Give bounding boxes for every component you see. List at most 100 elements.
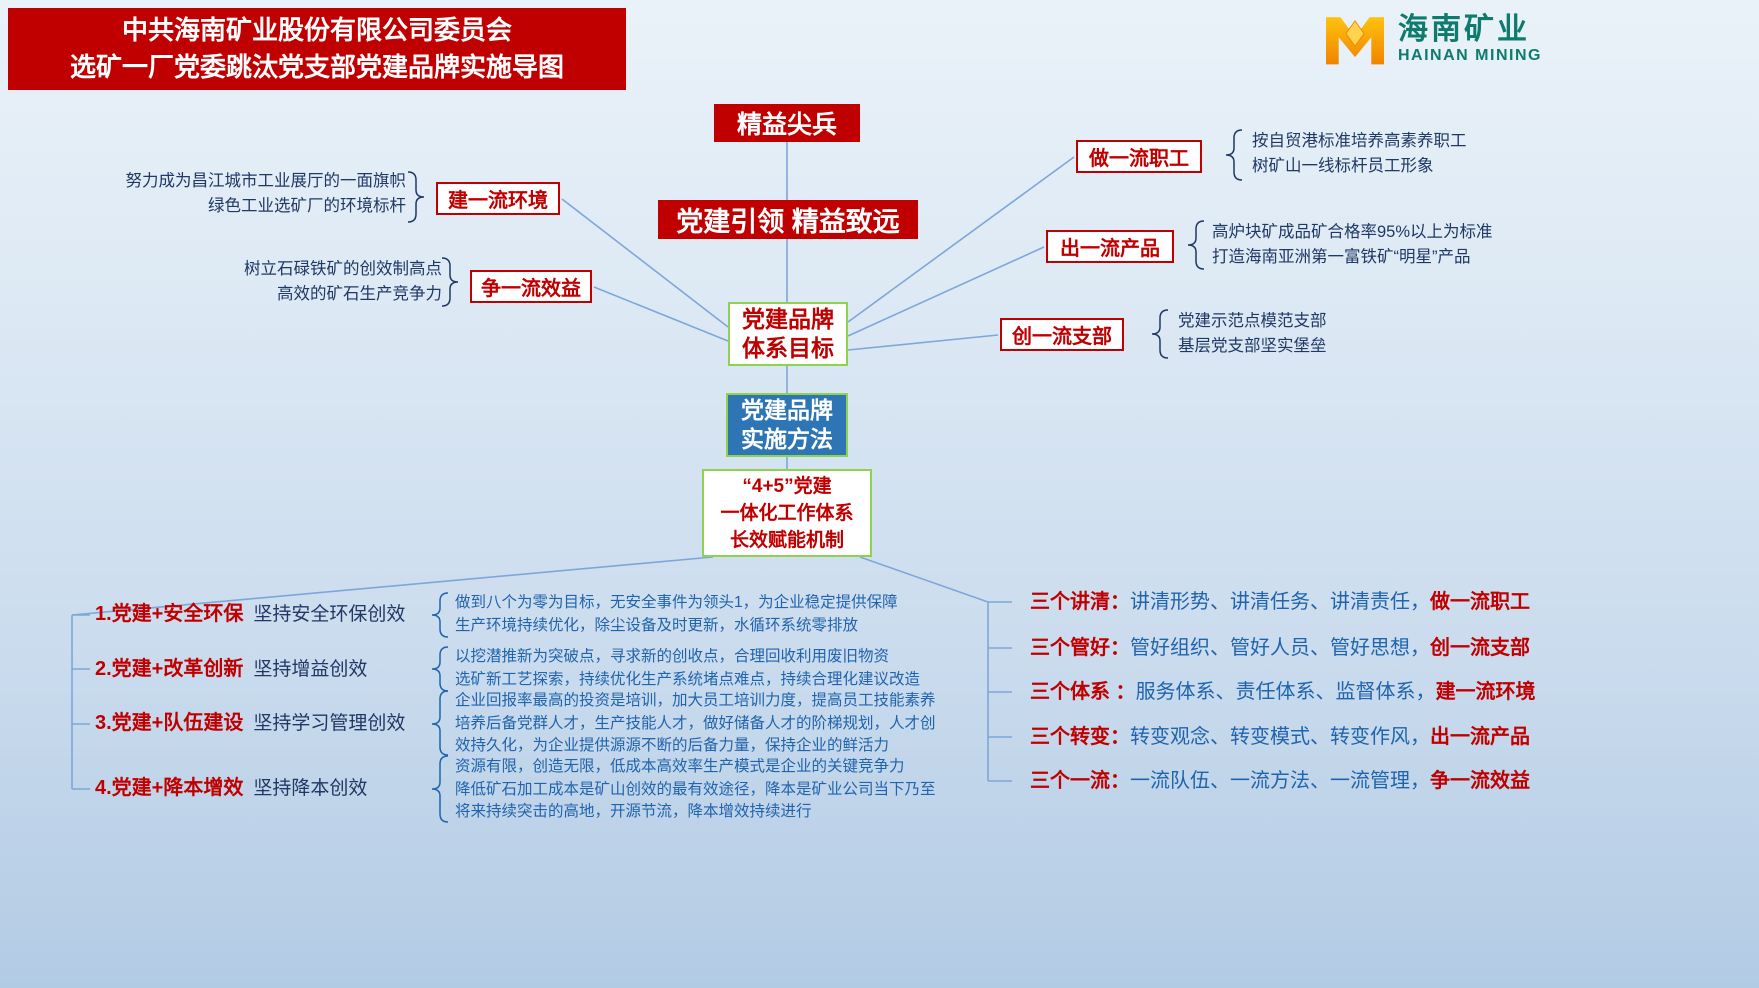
branch-label: 建一流环境 bbox=[448, 190, 548, 212]
slogan-top-text: 精益尖兵 bbox=[736, 111, 837, 139]
left-item-name: 3.党建+队伍建设 bbox=[95, 712, 244, 734]
brace-staff bbox=[1225, 129, 1243, 181]
logo-text: 海南矿业 HAINAN MINING bbox=[1398, 13, 1542, 65]
desc-line: 资源有限，创造无限，低成本高效率生产模式是企业的关键竞争力 bbox=[455, 758, 905, 775]
branch-label: 争一流效益 bbox=[481, 278, 581, 300]
branch-note-product: 高炉块矿成品矿合格率95%以上为标准 打造海南亚洲第一富铁矿“明星”产品 bbox=[1212, 220, 1552, 270]
left-item-4-title: 4.党建+降本增效 坚持降本创效 bbox=[95, 775, 367, 802]
right-item-tail: 争一流效益 bbox=[1430, 770, 1530, 792]
left-item-3-title: 3.党建+队伍建设 坚持学习管理创效 bbox=[95, 710, 405, 737]
slogan-main-box: 党建引领 精益致远 bbox=[658, 200, 918, 239]
left-item-subtitle: 坚持学习管理创效 bbox=[253, 713, 406, 734]
right-item-4: 三个转变： 转变观念、转变模式、转变作风， 出一流产品 bbox=[1030, 723, 1530, 751]
right-item-tail: 建一流环境 bbox=[1435, 681, 1536, 703]
branch-label: 出一流产品 bbox=[1060, 238, 1160, 260]
desc-line: 效持久化，为企业提供源源不断的后备力量，保持企业的鲜活力 bbox=[455, 737, 890, 754]
brace-benefit bbox=[441, 257, 459, 307]
note-line: 基层党支部坚实堡垒 bbox=[1178, 337, 1327, 355]
goal-box-line2: 体系目标 bbox=[742, 335, 834, 361]
right-item-1: 三个讲清： 讲清形势、讲清任务、讲清责任， 做一流职工 bbox=[1030, 588, 1530, 616]
hainan-mining-logo: 海南矿业 HAINAN MINING bbox=[1322, 10, 1542, 68]
left-item-name: 1.党建+安全环保 bbox=[95, 603, 244, 625]
left-item-4-description: 资源有限，创造无限，低成本高效率生产模式是企业的关键竞争力 降低矿石加工成本是矿… bbox=[455, 756, 936, 824]
desc-line: 做到八个为零为目标，无安全事件为领头1，为企业稳定提供保障 bbox=[455, 594, 898, 611]
mechanism-box-line2: 一体化工作体系 bbox=[720, 502, 854, 524]
right-item-tail: 做一流职工 bbox=[1430, 591, 1530, 613]
mechanism-box-line1: “4+5”党建 bbox=[742, 475, 832, 497]
left-item-subtitle: 坚持安全环保创效 bbox=[253, 604, 406, 625]
left-item-2-description: 以挖潜推新为突破点，寻求新的创收点，合理回收利用废旧物资 选矿新工艺探索，持续优… bbox=[455, 646, 920, 691]
note-line: 高炉块矿成品矿合格率95%以上为标准 bbox=[1212, 223, 1493, 241]
desc-line: 培养后备党群人才，生产技能人才，做好储备人才的阶梯规划，人才创 bbox=[455, 714, 936, 732]
branch-note-braces bbox=[407, 129, 1243, 359]
branch-label: 创一流支部 bbox=[1012, 326, 1112, 348]
brace-product bbox=[1187, 220, 1205, 270]
note-line: 打造海南亚洲第一富铁矿“明星”产品 bbox=[1212, 248, 1471, 266]
branch-note-benefit: 树立石碌铁矿的创效制高点 高效的矿石生产竞争力 bbox=[218, 257, 442, 307]
brace-env bbox=[407, 171, 425, 223]
branch-box-staff: 做一流职工 bbox=[1076, 140, 1202, 173]
right-item-content: 讲清形势、讲清任务、讲清责任， bbox=[1130, 591, 1430, 613]
mechanism-box: “4+5”党建 一体化工作体系 长效赋能机制 bbox=[702, 469, 872, 557]
brace-desc-3 bbox=[431, 690, 449, 756]
note-line: 高效的矿石生产竞争力 bbox=[277, 285, 442, 303]
brace-desc-1 bbox=[431, 592, 449, 638]
branch-box-party-branch: 创一流支部 bbox=[1000, 318, 1124, 351]
desc-line: 企业回报率最高的投资是培训，加大员工培训力度，提高员工技能素养 bbox=[455, 692, 936, 709]
desc-line: 降低矿石加工成本是矿山创效的最有效途径，降本是矿业公司当下乃至 bbox=[455, 780, 936, 798]
right-item-3: 三个体系 ： 服务体系、责任体系、监督体系， 建一流环境 bbox=[1030, 678, 1536, 706]
note-line: 树矿山一线标杆员工形象 bbox=[1252, 157, 1434, 175]
note-line: 树立石碌铁矿的创效制高点 bbox=[244, 260, 442, 278]
right-item-2: 三个管好： 管好组织、管好人员、管好思想， 创一流支部 bbox=[1030, 634, 1530, 662]
right-item-content: 一流队伍、一流方法、一流管理， bbox=[1130, 770, 1430, 792]
logo-name-cn: 海南矿业 bbox=[1398, 13, 1530, 46]
note-line: 按自贸港标准培养高素养职工 bbox=[1252, 132, 1467, 150]
left-item-name: 4.党建+降本增效 bbox=[95, 777, 244, 799]
right-item-label: 三个讲清： bbox=[1030, 591, 1130, 613]
banner-line2: 选矿一厂党委跳汰党支部党建品牌实施导图 bbox=[69, 52, 564, 82]
right-item-5: 三个一流： 一流队伍、一流方法、一流管理， 争一流效益 bbox=[1030, 767, 1530, 795]
title-banner: 中共海南矿业股份有限公司委员会 选矿一厂党委跳汰党支部党建品牌实施导图 bbox=[8, 8, 626, 90]
right-item-label: 三个转变： bbox=[1030, 726, 1130, 748]
method-box-line2: 实施方法 bbox=[741, 426, 833, 452]
desc-line: 生产环境持续优化，除尘设备及时更新，水循环系统零排放 bbox=[455, 616, 859, 634]
slogan-main-text: 党建引领 精益致远 bbox=[676, 207, 900, 237]
slogan-top-box: 精益尖兵 bbox=[714, 104, 860, 142]
desc-line: 将来持续突击的高地，开源节流，降本增效持续进行 bbox=[455, 803, 812, 820]
right-item-label: 三个管好： bbox=[1030, 637, 1130, 659]
spine-lines bbox=[71, 142, 1075, 790]
left-item-subtitle: 坚持增益创效 bbox=[253, 659, 368, 680]
right-item-content: 转变观念、转变模式、转变作风， bbox=[1130, 726, 1430, 748]
left-item-subtitle: 坚持降本创效 bbox=[253, 778, 368, 799]
branch-note-party-branch: 党建示范点模范支部 基层党支部坚实堡垒 bbox=[1178, 309, 1458, 359]
brace-desc-4 bbox=[431, 755, 449, 823]
goal-box-line1: 党建品牌 bbox=[742, 306, 834, 332]
right-item-label: 三个体系 ： bbox=[1030, 681, 1136, 703]
note-line: 党建示范点模范支部 bbox=[1178, 312, 1327, 330]
branch-note-environment: 努力成为昌江城市工业展厅的一面旗帜 绿色工业选矿厂的环境标杆 bbox=[108, 169, 407, 219]
note-line: 绿色工业选矿厂的环境标杆 bbox=[208, 197, 406, 215]
description-braces bbox=[431, 592, 449, 823]
brace-desc-2 bbox=[431, 646, 449, 692]
right-item-tail: 创一流支部 bbox=[1430, 637, 1530, 659]
logo-name-en: HAINAN MINING bbox=[1398, 47, 1542, 64]
left-item-name: 2.党建+改革创新 bbox=[95, 658, 244, 680]
goal-box: 党建品牌 体系目标 bbox=[728, 302, 848, 366]
banner-line1: 中共海南矿业股份有限公司委员会 bbox=[121, 15, 512, 45]
branch-box-environment: 建一流环境 bbox=[436, 182, 560, 215]
branch-box-benefit: 争一流效益 bbox=[470, 270, 592, 303]
branch-label: 做一流职工 bbox=[1089, 148, 1189, 170]
mechanism-box-line3: 长效赋能机制 bbox=[729, 529, 844, 551]
brace-branch bbox=[1151, 309, 1169, 359]
right-item-tail: 出一流产品 bbox=[1430, 726, 1530, 748]
left-item-2-title: 2.党建+改革创新 坚持增益创效 bbox=[95, 656, 367, 683]
right-item-content: 服务体系、责任体系、监督体系， bbox=[1135, 681, 1436, 703]
left-item-3-description: 企业回报率最高的投资是培训，加大员工培训力度，提高员工技能素养 培养后备党群人才… bbox=[455, 690, 936, 758]
desc-line: 以挖潜推新为突破点，寻求新的创收点，合理回收利用废旧物资 bbox=[455, 648, 890, 665]
desc-line: 选矿新工艺探索，持续优化生产系统堵点难点，持续合理化建议改造 bbox=[455, 670, 921, 688]
branch-note-staff: 按自贸港标准培养高素养职工 树矿山一线标杆员工形象 bbox=[1252, 129, 1582, 179]
left-item-1-title: 1.党建+安全环保 坚持安全环保创效 bbox=[95, 601, 405, 628]
method-box: 党建品牌 实施方法 bbox=[726, 393, 848, 457]
method-box-line1: 党建品牌 bbox=[741, 397, 833, 423]
